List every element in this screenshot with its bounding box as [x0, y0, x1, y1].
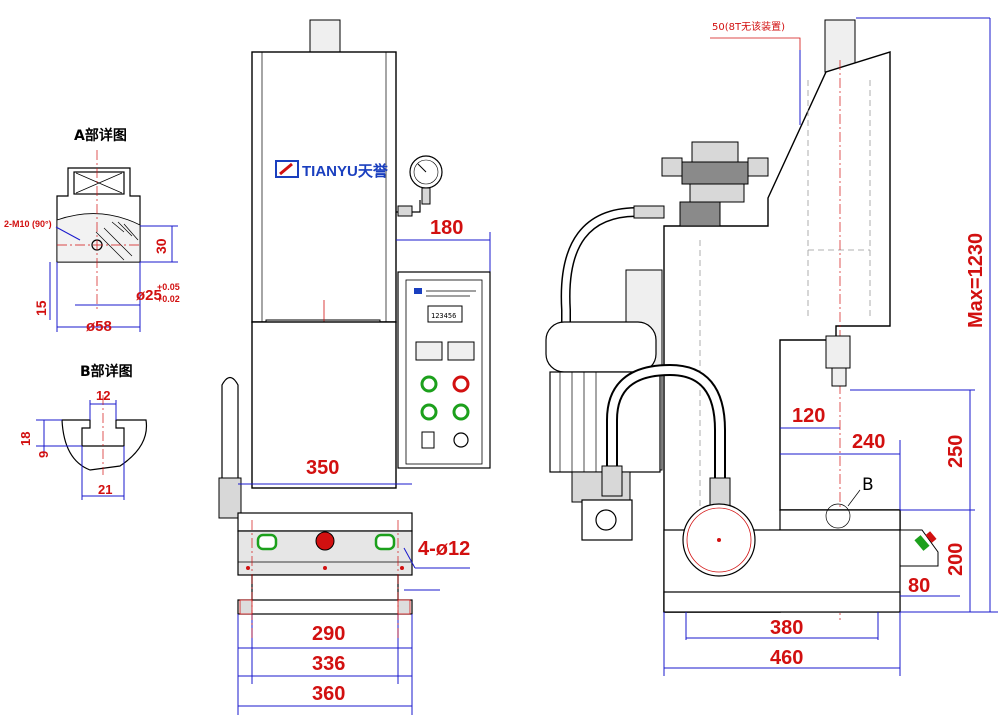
panel-switch[interactable] — [421, 431, 435, 449]
detail-a-title: A部详图 — [74, 127, 127, 144]
dim-180: 180 — [430, 217, 463, 239]
detail-a-thread-label: 2-M10 (90°) — [4, 219, 52, 229]
red-button-1[interactable] — [452, 375, 470, 393]
base-green-button-left[interactable] — [256, 533, 278, 551]
dim-290: 290 — [312, 623, 345, 645]
dim-250: 250 — [945, 435, 967, 468]
pressure-gauge — [396, 155, 443, 217]
dim-200: 200 — [945, 543, 967, 576]
callout-b: B — [862, 475, 874, 495]
detail-a-tol-upper: +0.05 — [157, 282, 180, 292]
front-view: TIANYU天誉 A 180 — [218, 19, 491, 715]
top-cylinder — [309, 19, 341, 53]
side-view: 50(8T无该装置) B — [545, 17, 998, 676]
detail-a-dim-25: ø25 — [136, 287, 162, 304]
dim-max: Max=1230 — [965, 233, 987, 328]
dim-80: 80 — [908, 575, 930, 597]
tianyu-logo: TIANYU天誉 — [275, 160, 389, 180]
dim-350: 350 — [306, 457, 339, 479]
dim-holes: 4-ø12 — [418, 538, 470, 560]
main-body — [251, 51, 397, 323]
solenoid-valve — [661, 141, 769, 227]
detail-a-dim-58: ø58 — [86, 318, 112, 335]
counter-display: 123456 — [431, 312, 456, 320]
dim-336: 336 — [312, 653, 345, 675]
lever-handle[interactable] — [221, 376, 239, 481]
control-panel: 123456 — [397, 271, 491, 469]
dim-360: 360 — [312, 683, 345, 705]
panel-selector[interactable] — [453, 432, 469, 448]
detail-a: A部详图 2-M10 (90°) 30 15 ø58 ø25 +0.05 +0.… — [4, 127, 180, 335]
base-green-button-right[interactable] — [374, 533, 396, 551]
green-button-1[interactable] — [420, 375, 438, 393]
dim-120: 120 — [792, 405, 825, 427]
detail-b-title: B部详图 — [80, 363, 133, 380]
detail-b-dim-9: 9 — [36, 451, 51, 458]
detail-b-dim-18: 18 — [18, 432, 33, 446]
emergency-stop-button[interactable] — [315, 531, 335, 551]
detail-a-dim-30: 30 — [153, 238, 169, 254]
detail-b: B部详图 12 18 9 21 — [18, 363, 148, 500]
logo-text: TIANYU天誉 — [302, 162, 389, 180]
green-button-2[interactable] — [420, 403, 438, 421]
detail-b-dim-21: 21 — [98, 482, 112, 497]
dim-460: 460 — [770, 647, 803, 669]
dim-240: 240 — [852, 431, 885, 453]
dim-380: 380 — [770, 617, 803, 639]
detail-a-tol-lower: +0.02 — [157, 294, 180, 304]
green-button-3[interactable] — [452, 403, 470, 421]
note-50: 50(8T无该装置) — [712, 20, 785, 33]
detail-a-dim-15: 15 — [33, 300, 49, 316]
